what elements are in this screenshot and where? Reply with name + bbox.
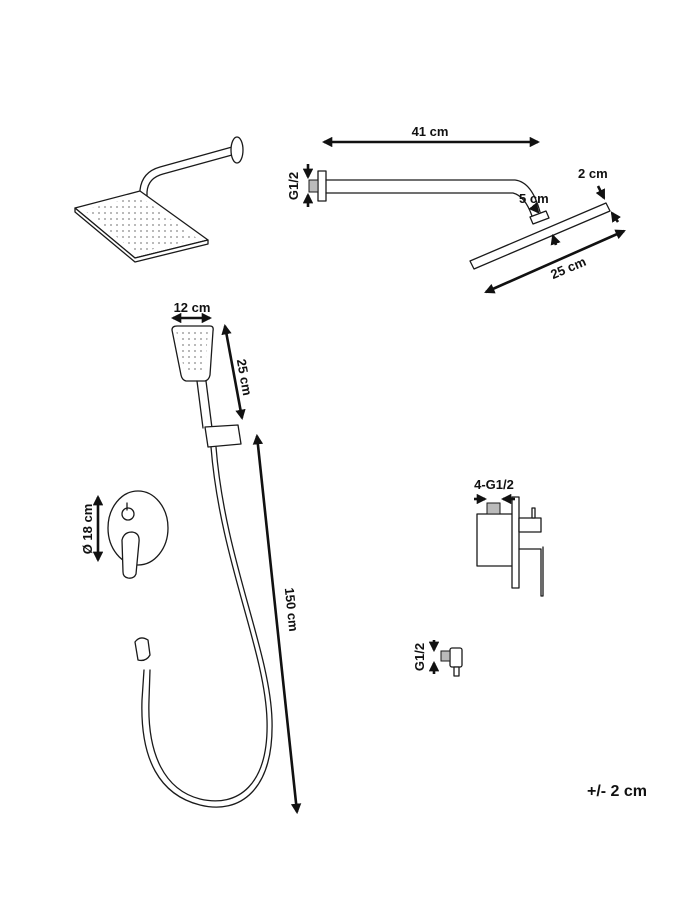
head-size-label: 25 cm: [548, 254, 588, 282]
spray-nozzles: [84, 196, 198, 253]
shower-arm: [139, 146, 233, 206]
rain-shower-side-view: 41 cm G1/2 2 cm 5 cm 25 cm: [286, 124, 626, 294]
hose-length-label: 150 cm: [282, 587, 302, 632]
wall-elbow: G1/2: [412, 640, 463, 677]
rain-shower-perspective: [74, 136, 244, 263]
valve-thread-icon: [486, 502, 501, 515]
valve-lever-side: [518, 546, 544, 597]
mixer-valve-front: Ø 18 cm: [80, 490, 169, 579]
shower-hose: [141, 446, 273, 808]
elbow-thread-icon: [440, 650, 451, 662]
wall-outlet: [134, 637, 151, 662]
thread-label: G1/2: [286, 172, 301, 200]
diverter-knob: [121, 507, 135, 521]
head-size-dimension: [484, 229, 626, 294]
shower-holder: [204, 424, 242, 448]
hand-length-label: 25 cm: [234, 358, 255, 397]
arm-length-label: 41 cm: [412, 124, 449, 139]
wall-flange: [230, 136, 244, 164]
elbow-body: [449, 647, 463, 668]
elbow-thread-label: G1/2: [412, 643, 427, 671]
valve-body: [476, 513, 514, 567]
hand-head-width-label: 12 cm: [174, 300, 211, 315]
hand-length-dimension: [221, 323, 246, 421]
mixer-lever: [121, 531, 140, 579]
arm-flange: [317, 170, 327, 202]
arm-nut: [529, 210, 550, 225]
hose-length-dimension: [252, 433, 302, 815]
valve-plate: [511, 496, 520, 589]
valve-diameter-label: Ø 18 cm: [80, 504, 95, 555]
arm-top: [325, 179, 541, 213]
thread-icon: [308, 179, 319, 193]
mixer-valve-side: 4-G1/2: [474, 477, 544, 597]
head-thickness-label: 2 cm: [578, 166, 608, 181]
arm-drop-label: 5 cm: [519, 191, 549, 206]
hand-shower-handle: [196, 380, 213, 429]
valve-connections-label: 4-G1/2: [474, 477, 514, 492]
tolerance-note: +/- 2 cm: [587, 783, 647, 800]
hand-shower: 12 cm 25 cm 150 cm: [134, 300, 302, 815]
